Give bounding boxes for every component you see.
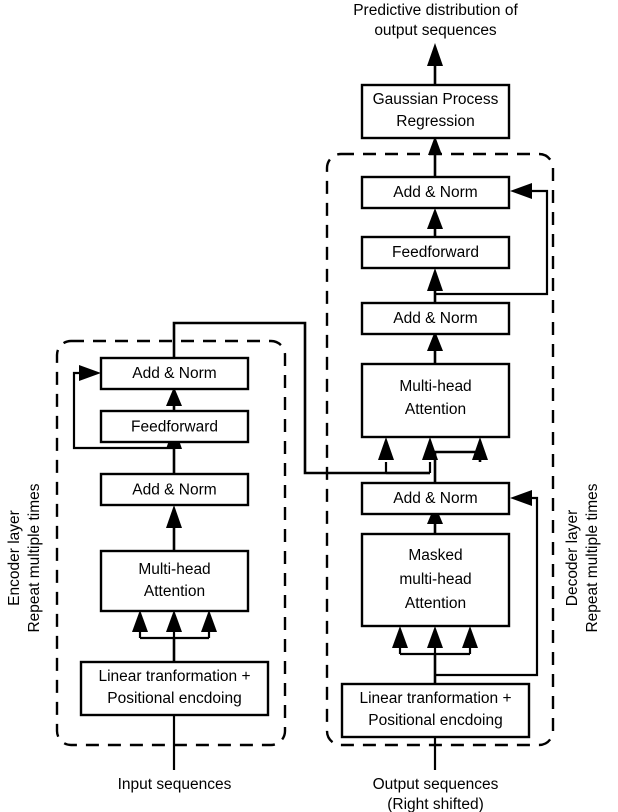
decoder-side-label-line1: Decoder layer: [564, 510, 581, 607]
decoder-residual-top-path: [435, 189, 549, 296]
gp-output-arrowhead: [427, 43, 443, 66]
encoder-add-norm-bottom-label: Add & Norm: [132, 482, 216, 499]
output-sequences-caption-line1: Output sequences: [373, 776, 499, 793]
encoder-mha-label-line1: Multi-head: [138, 561, 210, 578]
decoder-add-norm-top-label: Add & Norm: [393, 184, 477, 201]
decoder-addnorm-to-ff-arrowhead: [427, 268, 443, 291]
decoder-qkv-arrowhead-right: [462, 626, 478, 648]
decoder-multi-head-attention-block: Multi-head Attention: [360, 362, 511, 439]
decoder-embedding-label-line1: Linear tranformation +: [359, 690, 511, 707]
output-sequences-caption-line2: (Right shifted): [387, 796, 483, 812]
decoder-embedding-label-line2: Positional encdoing: [368, 712, 502, 729]
encoder-qkv-arrowhead-mid: [166, 610, 182, 632]
decoder-add-norm-middle-block: Add & Norm: [360, 301, 511, 336]
encoder-group-boundary: [55, 339, 287, 747]
decoder-mha-to-addnorm-arrowhead: [427, 331, 443, 351]
decoder-mha-label-line2: Attention: [405, 401, 466, 418]
decoder-to-gp-arrowhead: [428, 136, 442, 155]
decoder-add-norm-top-block: Add & Norm: [360, 175, 511, 210]
encoder-residual-arrowhead: [79, 365, 101, 381]
encoder-side-label-line2: Repeat multiple times: [26, 483, 43, 632]
encoder-embedding-block: Linear tranformation + Positional encdoi…: [79, 660, 270, 717]
encoder-add-norm-bottom-block: Add & Norm: [99, 472, 250, 507]
encoder-feedforward-block: Feedforward: [99, 409, 250, 444]
decoder-feedforward-block: Feedforward: [360, 235, 511, 270]
encoder-add-norm-top-label: Add & Norm: [132, 365, 216, 382]
decoder-masked-attention-block: Masked multi-head Attention: [360, 532, 511, 628]
encoder-embedding-label-line1: Linear tranformation +: [98, 668, 250, 685]
encoder-mha-label-line2: Attention: [144, 583, 205, 600]
gaussian-process-regression-block: Gaussian Process Regression: [360, 83, 511, 140]
predictive-distribution-caption-line2: output sequences: [374, 22, 497, 39]
decoder-add-norm-bottom-block: Add & Norm: [360, 481, 511, 516]
decoder-ff-to-addnorm-arrowhead: [427, 208, 443, 229]
encoder-feedforward-label: Feedforward: [131, 419, 218, 436]
encoder-embedding-label-line2: Positional encdoing: [107, 690, 241, 707]
decoder-embedding-block: Linear tranformation + Positional encdoi…: [340, 682, 531, 739]
decoder-side-label: Decoder layer Repeat multiple times: [564, 483, 601, 632]
decoder-add-norm-middle-label: Add & Norm: [393, 310, 477, 327]
encoder-multi-head-attention-block: Multi-head Attention: [99, 549, 250, 613]
encoder-qkv-arrowhead-left: [132, 610, 148, 632]
encoder-to-decoder-bridge: [172, 321, 430, 475]
decoder-query-arrowhead: [472, 437, 488, 460]
encoder-ff-to-addnorm-arrowhead: [166, 387, 182, 406]
decoder-qkv-arrowhead-mid: [427, 626, 443, 648]
gp-label-line1: Gaussian Process: [373, 91, 499, 108]
decoder-feedforward-label: Feedforward: [392, 244, 479, 261]
decoder-qkv-arrowhead-left: [392, 626, 408, 648]
decoder-residual-bottom-arrowhead: [510, 490, 532, 506]
gp-label-line2: Regression: [396, 113, 474, 130]
decoder-add-norm-bottom-label: Add & Norm: [393, 490, 477, 507]
decoder-side-label-line2: Repeat multiple times: [584, 483, 601, 632]
decoder-masked-label-line3: Attention: [405, 595, 466, 612]
encoder-mha-to-addnorm-arrowhead: [166, 505, 182, 528]
encoder-qkv-arrowhead-right: [201, 610, 217, 632]
predictive-distribution-caption-line1: Predictive distribution of: [353, 2, 518, 19]
encoder-side-label-line1: Encoder layer: [6, 510, 23, 606]
encoder-side-label: Encoder layer Repeat multiple times: [6, 483, 43, 632]
decoder-masked-label-line2: multi-head: [399, 571, 471, 588]
input-sequences-caption: Input sequences: [118, 776, 232, 793]
cross-attention-k-arrowhead: [378, 437, 394, 460]
decoder-masked-label-line1: Masked: [408, 547, 462, 564]
encoder-add-norm-top-block: Add & Norm: [99, 356, 250, 391]
decoder-residual-top-arrowhead: [510, 183, 532, 199]
decoder-mha-label-line1: Multi-head: [399, 378, 471, 395]
